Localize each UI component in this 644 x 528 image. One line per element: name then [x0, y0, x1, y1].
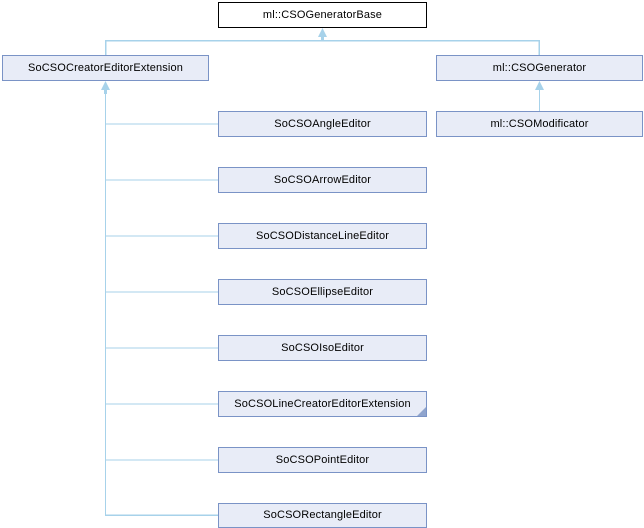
- class-node-socsodistancelineeditor[interactable]: SoCSODistanceLineEditor: [218, 223, 427, 249]
- class-node-label: SoCSODistanceLineEditor: [255, 229, 390, 242]
- class-node-socsocreatoreditorextension[interactable]: SoCSOCreatorEditorExtension: [2, 55, 209, 81]
- class-node-label: ml::CSOGeneratorBase: [262, 8, 383, 21]
- edge-generator-modificator: [535, 81, 544, 111]
- class-node-socsorectangleeditor[interactable]: SoCSORectangleEditor: [218, 503, 427, 528]
- class-node-label: ml::CSOModificator: [490, 117, 589, 130]
- class-node-label: SoCSOPointEditor: [275, 453, 370, 466]
- class-node-label: SoCSOIsoEditor: [281, 341, 364, 354]
- class-node-label: SoCSOEllipseEditor: [271, 285, 374, 298]
- class-node-label: SoCSOAngleEditor: [274, 117, 371, 130]
- class-node-socsoarroweditor[interactable]: SoCSOArrowEditor: [218, 167, 427, 193]
- class-node-label: ml::CSOGenerator: [492, 61, 587, 74]
- class-node-socsoangleeditor[interactable]: SoCSOAngleEditor: [218, 111, 427, 137]
- class-node-label: SoCSOCreatorEditorExtension: [27, 61, 184, 74]
- edge-creatoreditorextension-spine: [101, 81, 218, 516]
- class-node-label: SoCSOLineCreatorEditorExtension: [234, 397, 411, 410]
- class-node-csogeneratorbase[interactable]: ml::CSOGeneratorBase: [218, 2, 427, 28]
- class-node-socsopointeditor[interactable]: SoCSOPointEditor: [218, 447, 427, 473]
- class-node-socsolinecreatoreditorextension[interactable]: SoCSOLineCreatorEditorExtension: [218, 391, 427, 417]
- class-node-csogenerator[interactable]: ml::CSOGenerator: [436, 55, 643, 81]
- class-node-label: SoCSOArrowEditor: [273, 173, 372, 186]
- collapsed-subtree-fold-icon[interactable]: [417, 407, 426, 416]
- class-node-label: SoCSORectangleEditor: [263, 509, 382, 521]
- class-node-csomodificator[interactable]: ml::CSOModificator: [436, 111, 643, 137]
- class-node-socsoellipseeditor[interactable]: SoCSOEllipseEditor: [218, 279, 427, 305]
- edge-generatorbase-bus: [105, 28, 540, 55]
- class-node-socsoisoeditor[interactable]: SoCSOIsoEditor: [218, 335, 427, 361]
